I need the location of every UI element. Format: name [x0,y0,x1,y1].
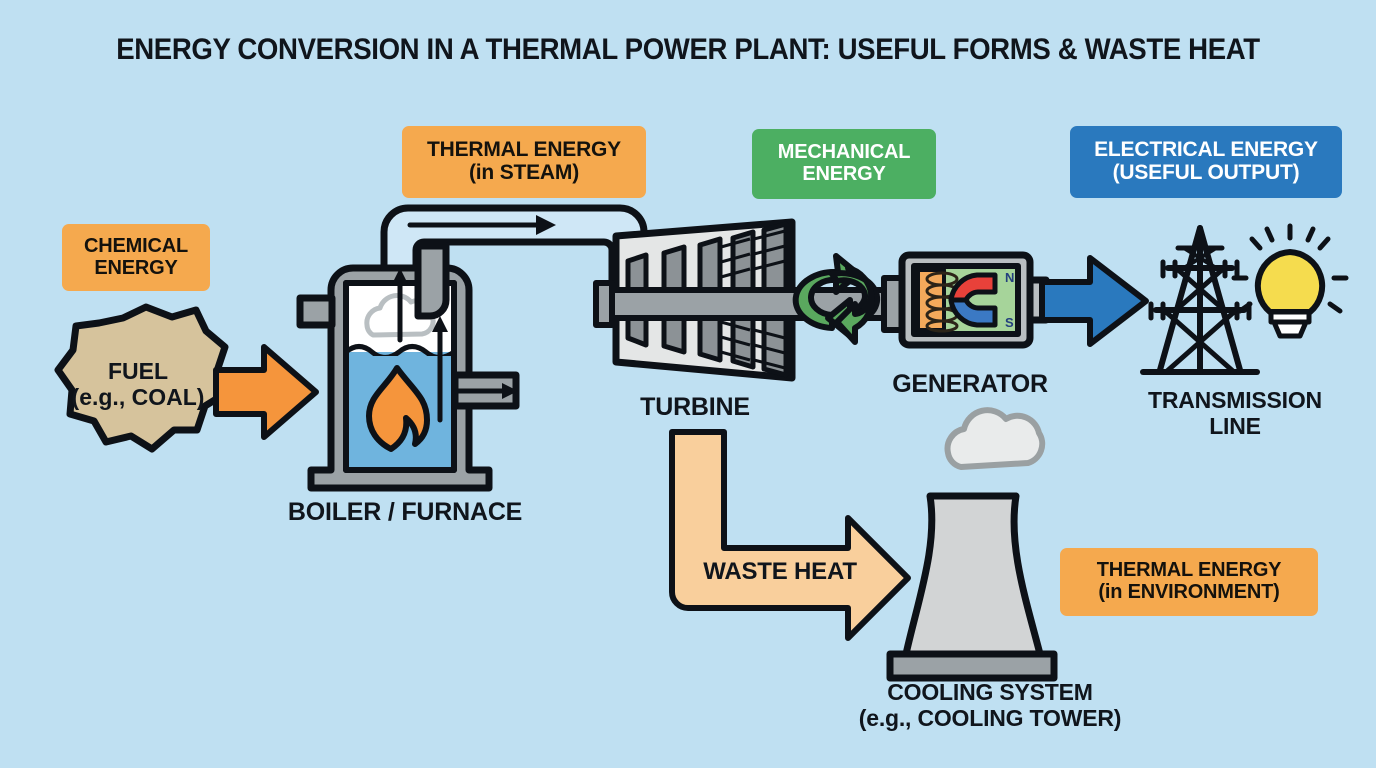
waste-heat-label: WASTE HEAT [703,558,857,585]
caption-cooling-line1: COOLING SYSTEM [887,679,1093,705]
caption-generator: GENERATOR [892,370,1048,398]
badge-thermal-steam-line2: (in STEAM) [469,161,579,184]
turbine [593,218,908,382]
transmission-tower [1140,225,1260,375]
badge-thermal-energy-environment: THERMAL ENERGY (in ENVIRONMENT) [1060,548,1318,616]
badge-mechanical-line2: ENERGY [802,163,886,185]
arrow-electrical-output [1039,255,1149,347]
caption-boiler: BOILER / FURNACE [287,498,523,526]
magnet-south-label: S [1005,315,1014,330]
generator: N S [898,251,1050,349]
badge-electrical-line2: (USEFUL OUTPUT) [1112,161,1300,184]
page-title: ENERGY CONVERSION IN A THERMAL POWER PLA… [116,33,1260,66]
rotation-arrow [792,253,881,345]
badge-thermal-energy-steam: THERMAL ENERGY (in STEAM) [402,126,646,198]
badge-electrical-energy: ELECTRICAL ENERGY (USEFUL OUTPUT) [1070,126,1342,198]
badge-mechanical-energy: MECHANICAL ENERGY [752,129,936,199]
badge-thermal-steam-line1: THERMAL ENERGY [427,138,621,162]
badge-thermal-env-line1: THERMAL ENERGY [1096,559,1282,582]
magnet-north-label: N [1005,270,1014,285]
caption-cooling-line2: (e.g., COOLING TOWER) [858,704,1122,731]
caption-turbine: TURBINE [640,393,750,421]
cooling-tower [886,407,1058,682]
badge-chemical-line2: ENERGY [94,256,178,279]
steam-pipe [380,204,648,320]
arrow-waste-heat [669,429,911,641]
fuel-blob [54,303,230,453]
caption-transmission-line2: LINE [1209,412,1261,439]
boiler-furnace [296,264,520,492]
caption-transmission-line: TRANSMISSION LINE [1110,387,1360,440]
badge-mechanical-line1: MECHANICAL [777,141,911,164]
light-bulb-icon [1231,223,1349,339]
badge-electrical-line1: ELECTRICAL ENERGY [1094,138,1318,162]
fuel-label: FUEL (e.g., COAL) [48,358,228,411]
badge-chemical-line1: CHEMICAL [84,234,188,257]
badge-chemical-energy: CHEMICAL ENERGY [62,224,210,291]
fuel-label-line1: FUEL [107,358,169,384]
caption-transmission-line1: TRANSMISSION [1148,387,1322,413]
fuel-label-line2: (e.g., COAL) [71,384,205,411]
caption-cooling-system: COOLING SYSTEM (e.g., COOLING TOWER) [790,679,1190,732]
badge-thermal-env-line2: (in ENVIRONMENT) [1098,581,1280,603]
arrow-fuel-to-boiler [213,344,319,440]
